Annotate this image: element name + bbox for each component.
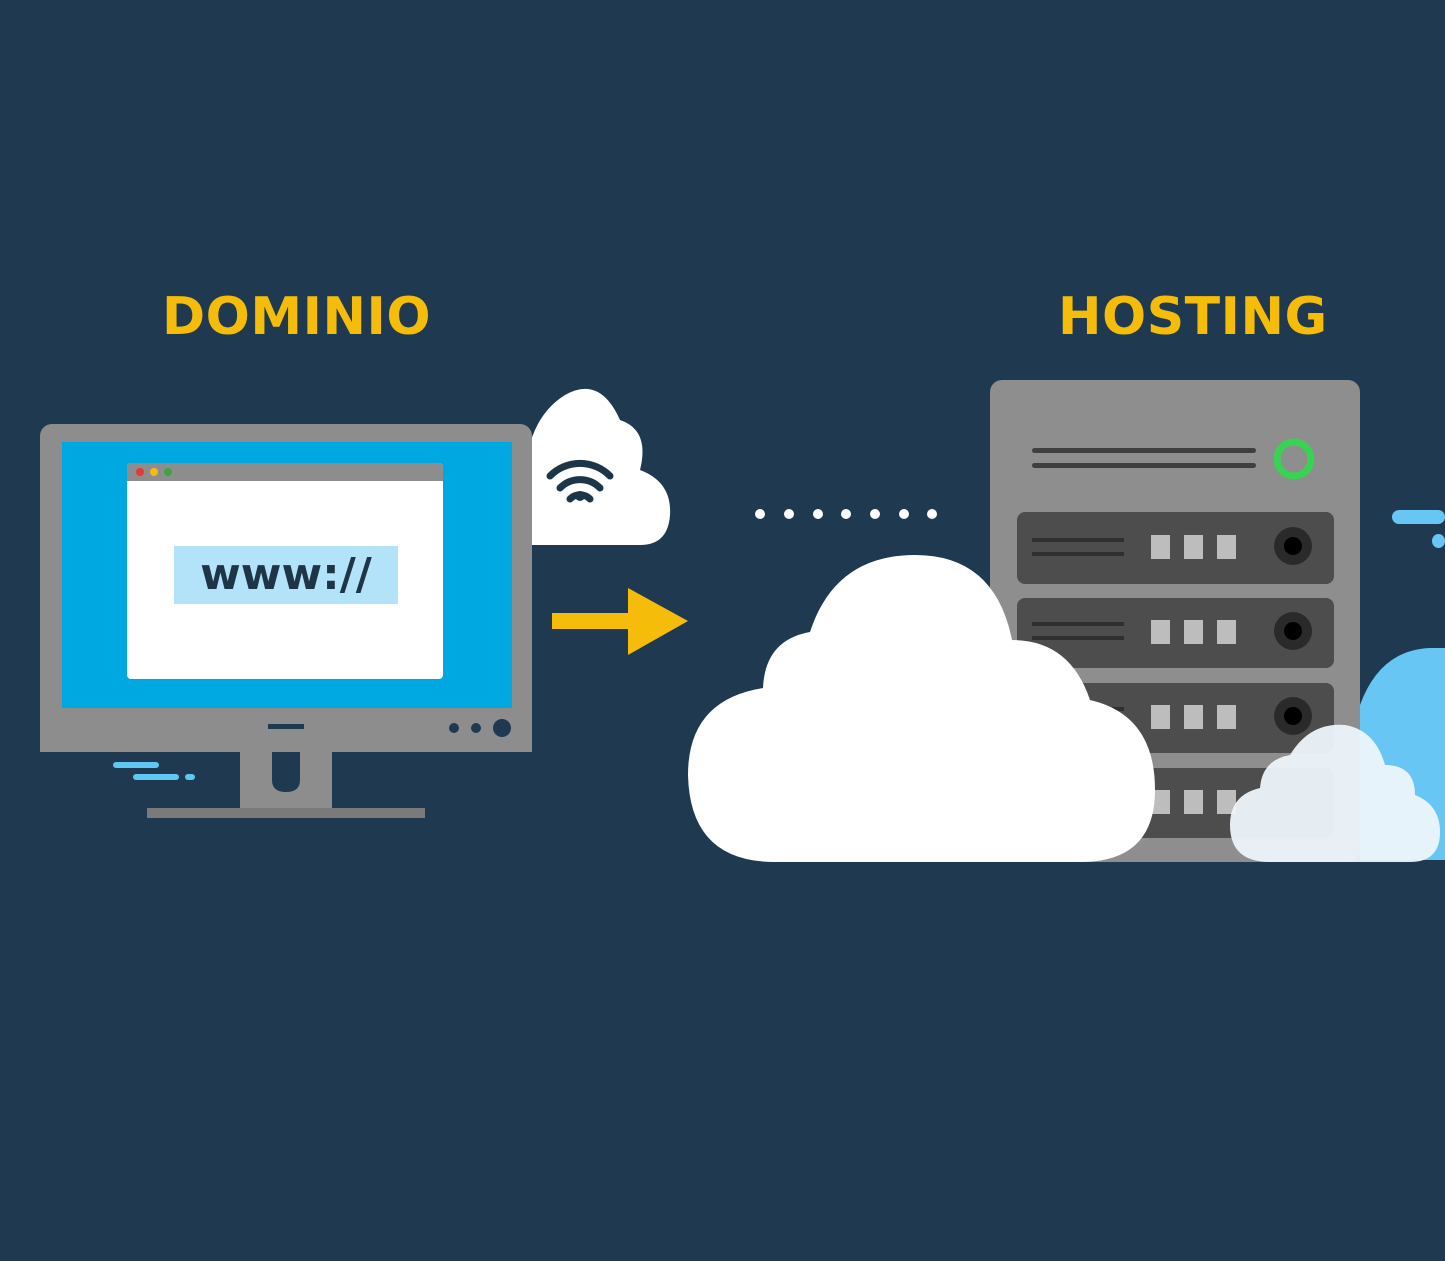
server-drawer	[1017, 598, 1334, 668]
hosting-heading: HOSTING	[1058, 287, 1328, 347]
server-drawer	[1017, 512, 1334, 584]
wifi-icon	[546, 459, 614, 503]
address-bar-text: www://	[200, 549, 372, 600]
motion-lines	[113, 762, 195, 780]
dotted-connection	[755, 509, 937, 519]
arrow-right-icon	[552, 588, 688, 655]
domain-heading: DOMINIO	[162, 287, 432, 347]
cloud-small-right	[1230, 724, 1440, 862]
cloud-icon	[688, 555, 1155, 862]
browser-window	[127, 463, 443, 679]
